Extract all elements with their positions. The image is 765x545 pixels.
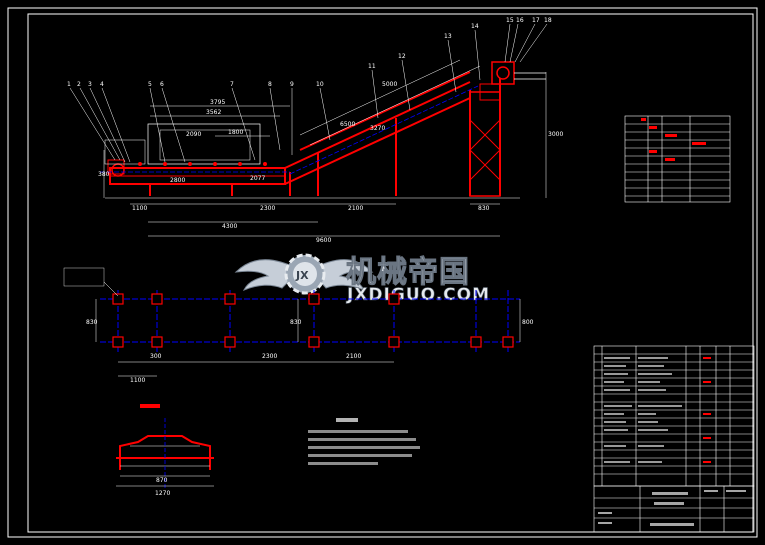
callout-numbers: 1 2 3 4 5 6 7 8 9 10 11 12 13 14 15 16 1… xyxy=(67,17,552,88)
callout-12: 12 xyxy=(398,53,406,60)
callout-13: 13 xyxy=(444,33,452,40)
elevation-view: 3795 3562 1800 2800 2077 1100 2300 2100 … xyxy=(67,17,563,244)
dim-830: 830 xyxy=(478,205,490,212)
plan-view: 1100 300 2300 2100 830 830 800 xyxy=(63,267,534,384)
inner-border xyxy=(27,13,754,533)
incline-supports xyxy=(317,78,501,196)
callout-6: 6 xyxy=(160,81,164,88)
callout-16: 16 xyxy=(516,17,524,24)
dim-380: 380 xyxy=(98,171,110,178)
bom-markers xyxy=(703,357,711,463)
bom-table xyxy=(593,345,755,487)
dim-2800: 2800 xyxy=(170,177,185,184)
callout-1: 1 xyxy=(67,81,71,88)
dim-3795: 3795 xyxy=(210,99,225,106)
upper-idlers xyxy=(138,162,267,166)
dim-1800: 1800 xyxy=(228,129,243,136)
outer-border xyxy=(7,7,758,538)
title-block xyxy=(593,485,755,533)
callout-18: 18 xyxy=(544,17,552,24)
callout-7: 7 xyxy=(230,81,234,88)
watermark-english: JXDIGUO.COM xyxy=(346,285,490,305)
plan-dim-2300: 2300 xyxy=(262,353,277,360)
parameter-table xyxy=(624,115,731,203)
dim-3270: 3270 xyxy=(370,125,385,132)
dim-1100: 1100 xyxy=(132,205,147,212)
technical-notes xyxy=(308,418,420,465)
title-block-text xyxy=(598,490,746,526)
callout-8: 8 xyxy=(268,81,272,88)
callout-15: 15 xyxy=(506,17,514,24)
dim-2100: 2100 xyxy=(348,205,363,212)
callout-3: 3 xyxy=(88,81,92,88)
plan-dim-800: 800 xyxy=(522,319,534,326)
drive-unit xyxy=(491,61,515,85)
callout-17: 17 xyxy=(532,17,540,24)
bom-entries xyxy=(604,357,682,463)
logo-letters: JX xyxy=(295,269,309,282)
dim-6500: 6500 xyxy=(340,121,355,128)
callout-5: 5 xyxy=(148,81,152,88)
plan-dim-2100: 2100 xyxy=(346,353,361,360)
inclined-section xyxy=(284,71,471,185)
idler-section-detail: 870 1270 xyxy=(116,404,214,497)
dim-4300: 4300 xyxy=(222,223,237,230)
dim-2077: 2077 xyxy=(250,175,265,182)
callout-14: 14 xyxy=(471,23,479,30)
detail-dim-870: 870 xyxy=(156,477,168,484)
callout-9: 9 xyxy=(290,81,294,88)
dim-9600: 9600 xyxy=(316,237,331,244)
watermark: JX 机械帝国 JXDIGUO.COM xyxy=(234,253,490,305)
elevation-centerlines xyxy=(100,85,479,175)
callout-4: 4 xyxy=(100,81,104,88)
dim-3562: 3562 xyxy=(206,109,221,116)
watermark-chinese: 机械帝国 xyxy=(346,255,470,290)
dim-2300: 2300 xyxy=(260,205,275,212)
support-legs xyxy=(149,172,291,196)
dim-5000: 5000 xyxy=(382,81,397,88)
base-plates xyxy=(112,293,514,348)
plan-dim-830b: 830 xyxy=(290,319,302,326)
dim-2090: 2090 xyxy=(186,131,201,138)
plan-dim-830: 830 xyxy=(86,319,98,326)
callout-10: 10 xyxy=(316,81,324,88)
head-tower xyxy=(469,91,501,197)
callout-2: 2 xyxy=(77,81,81,88)
dim-3000: 3000 xyxy=(548,131,563,138)
plan-dim-1100: 1100 xyxy=(130,377,145,384)
plan-dim-300: 300 xyxy=(150,353,162,360)
wings-logo-icon xyxy=(234,259,374,291)
detail-dim-1270: 1270 xyxy=(155,490,170,497)
callout-11: 11 xyxy=(368,63,376,70)
